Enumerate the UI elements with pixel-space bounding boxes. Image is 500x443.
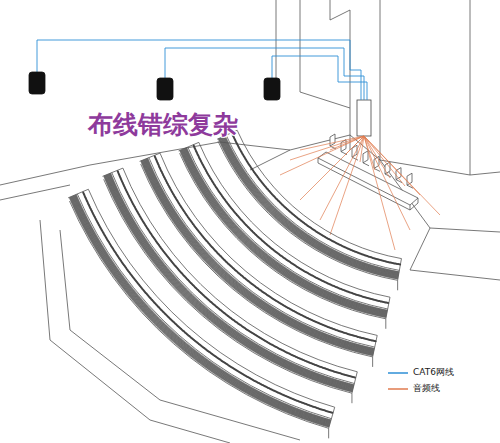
chair xyxy=(363,151,369,166)
head-table xyxy=(318,152,418,210)
speaker xyxy=(29,72,280,100)
audio-line xyxy=(330,136,364,235)
seating-rows xyxy=(68,130,401,438)
audio-line xyxy=(364,136,440,215)
wall-panel xyxy=(357,100,371,136)
cat6-cable xyxy=(37,40,367,100)
microphone xyxy=(399,264,401,266)
